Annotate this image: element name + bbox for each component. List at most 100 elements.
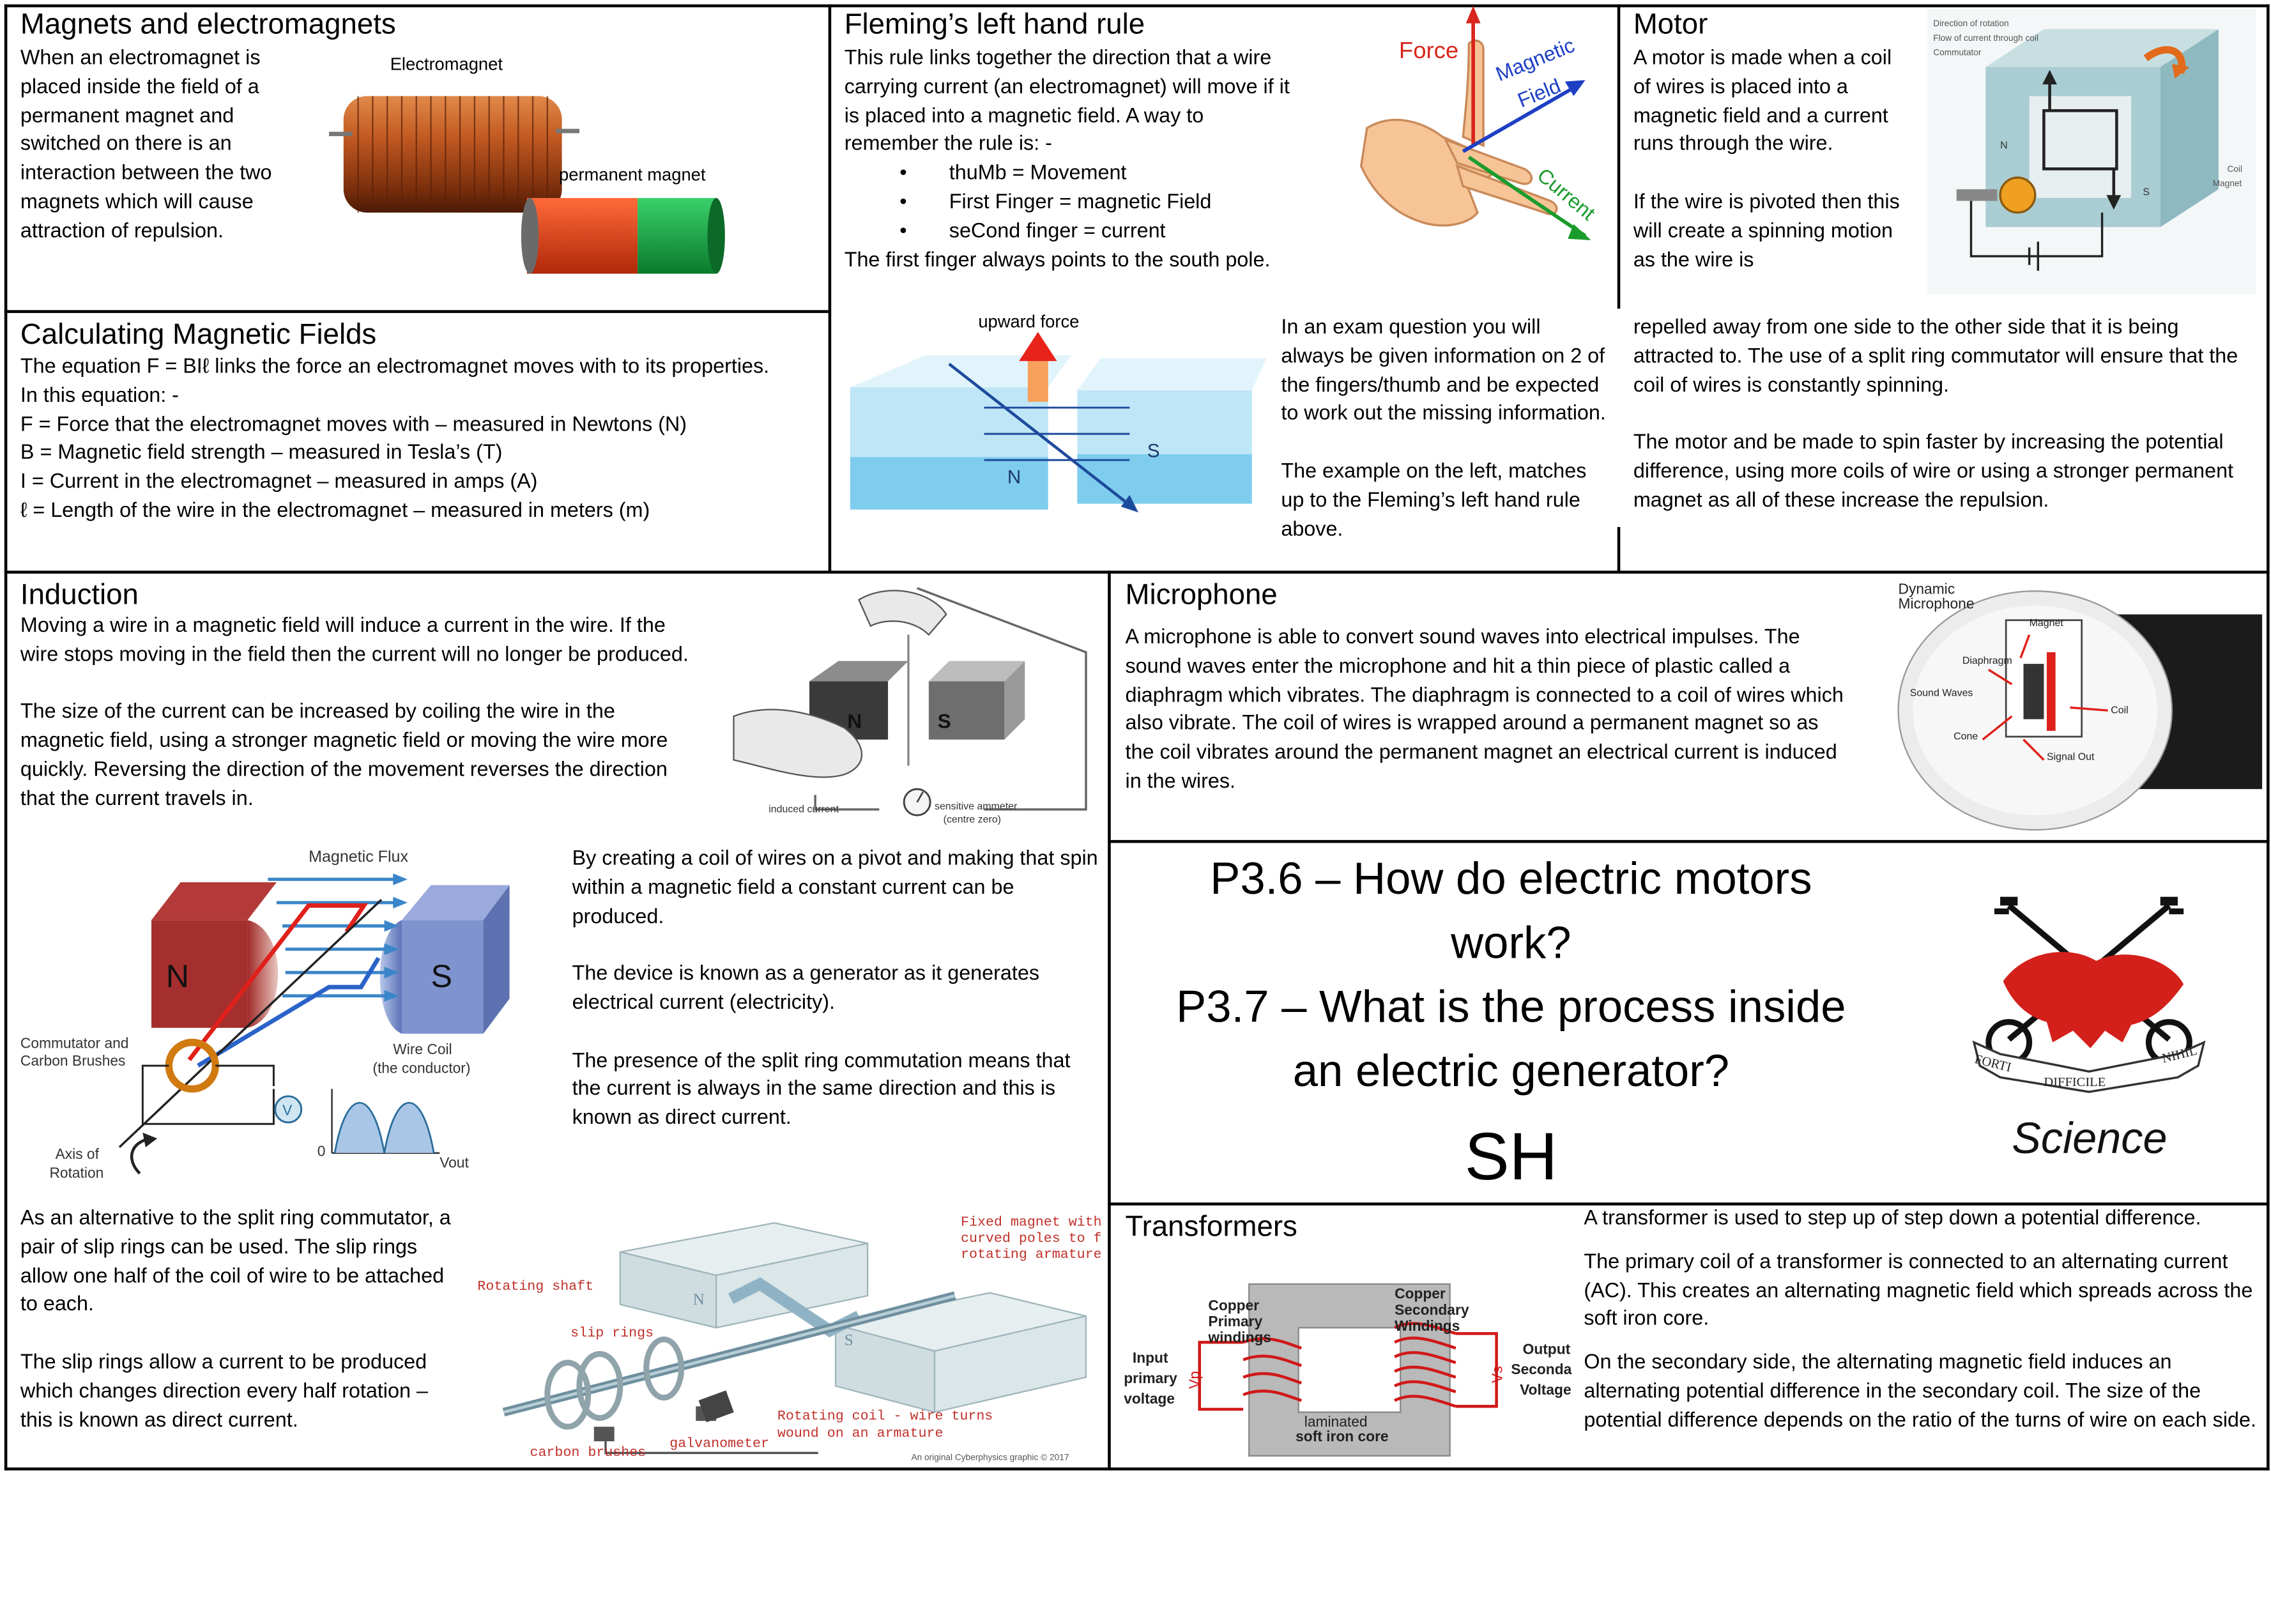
calculating-heading: Calculating Magnetic Fields bbox=[20, 319, 377, 351]
fleming-mnemonic-list: thuMb = Movement First Finger = magnetic… bbox=[845, 160, 1296, 247]
transformers-para-2: The primary coil of a transformer is con… bbox=[1584, 1250, 2253, 1331]
shaft-label: Rotating shaft bbox=[477, 1279, 593, 1294]
induction-heading: Induction bbox=[20, 579, 139, 612]
conductor-label: (the conductor) bbox=[372, 1059, 470, 1076]
motor-coil-label: Coil bbox=[2228, 164, 2243, 174]
axis-label-1: Axis of bbox=[56, 1145, 100, 1162]
generator-para-1: By creating a coil of wires on a pivot a… bbox=[572, 847, 1098, 928]
slip-rings-figure: N S Fixed magnet with curved poles to fi… bbox=[475, 1208, 1101, 1464]
motor-text-bottom: repelled away from one side to the other… bbox=[1633, 314, 2260, 516]
border-top bbox=[4, 4, 2270, 8]
commutator-label-1: Commutator and bbox=[20, 1035, 129, 1052]
fleming-outro: The first finger always points to the so… bbox=[844, 248, 1271, 272]
slip-para-2: The slip rings allow a current to be pro… bbox=[20, 1351, 428, 1432]
galvanometer-label: galvanometer bbox=[669, 1436, 769, 1452]
tier-label: SH bbox=[1464, 1118, 1558, 1194]
fixed-magnet-label-2: curved poles to fit bbox=[961, 1231, 1101, 1246]
copper-secondary-2: Secondary bbox=[1395, 1301, 1469, 1318]
ammeter-label: sensitive ammeter bbox=[935, 801, 1018, 812]
fleming-intro: This rule links together the direction t… bbox=[844, 46, 1290, 157]
mic-title-2: Microphone bbox=[1899, 595, 1975, 612]
mnemonic-thumb: thuMb = Movement bbox=[899, 160, 1296, 189]
vout-label: Vout bbox=[440, 1154, 469, 1171]
induction-para-2: The size of the current can be increased… bbox=[20, 700, 668, 811]
divider bbox=[1108, 571, 1111, 1469]
core-label-1: laminated bbox=[1304, 1413, 1368, 1430]
fleming-text: This rule links together the direction t… bbox=[845, 45, 1296, 276]
microphone-heading: Microphone bbox=[1125, 579, 1278, 612]
title-line-1: P3.6 – How do electric motors bbox=[1210, 853, 1812, 905]
logo-caption: Science bbox=[2012, 1114, 2167, 1163]
generator-figure: Magnetic Flux bbox=[17, 841, 556, 1185]
generator-para-3: The presence of the split ring commutati… bbox=[572, 1049, 1071, 1130]
output-label-2: Secondary bbox=[1511, 1361, 1572, 1377]
motor-para-4: The motor and be made to spin faster by … bbox=[1633, 431, 2234, 512]
commutator-label-2: Carbon Brushes bbox=[20, 1052, 126, 1069]
zero-label: 0 bbox=[317, 1142, 326, 1159]
exam-tip-2: The example on the left, matches up to t… bbox=[1281, 460, 1587, 541]
mnemonic-second-finger: seCond finger = current bbox=[899, 218, 1296, 247]
current-label: Current bbox=[1533, 164, 1600, 225]
title-line-2: work? bbox=[1451, 917, 1571, 969]
transformers-text: A transformer is used to step up of step… bbox=[1584, 1206, 2256, 1436]
generator-text: By creating a coil of wires on a pivot a… bbox=[572, 846, 1099, 1134]
transformers-heading: Transformers bbox=[1125, 1211, 1297, 1244]
equation-line: The equation F = BIℓ links the force an … bbox=[20, 355, 770, 379]
title-line-4: an electric generator? bbox=[1292, 1045, 1730, 1096]
slip-rings-text: As an alternative to the split ring comm… bbox=[20, 1206, 457, 1436]
induction-north-label: N bbox=[847, 709, 862, 732]
flow-label: Flow of current through coil bbox=[1933, 33, 2038, 43]
divider bbox=[1108, 1202, 2270, 1206]
voltmeter-label: V bbox=[282, 1102, 293, 1119]
diagram-south-label: S bbox=[1147, 441, 1160, 462]
induction-text: Moving a wire in a magnetic field will i… bbox=[20, 613, 690, 815]
exam-tip-1: In an exam question you will always be g… bbox=[1281, 316, 1606, 426]
motor-para-3: repelled away from one side to the other… bbox=[1633, 316, 2238, 397]
rotating-coil-label-1: Rotating coil - wire turns bbox=[777, 1409, 993, 1424]
force-definition: F = Force that the electromagnet moves w… bbox=[20, 413, 687, 436]
motor-south-label: S bbox=[2143, 187, 2150, 197]
induction-figure: N S induced current sensitive ammeter (c… bbox=[728, 576, 1100, 832]
generator-para-2: The device is known as a generator as it… bbox=[572, 962, 1040, 1015]
current-definition: I = Current in the electromagnet – measu… bbox=[20, 470, 538, 494]
border-left bbox=[4, 4, 8, 1471]
rotating-coil-label-2: wound on an armature bbox=[777, 1426, 944, 1441]
mic-magnet-label: Magnet bbox=[2030, 618, 2064, 629]
fleming-heading: Fleming’s left hand rule bbox=[844, 8, 1145, 41]
divider bbox=[1617, 526, 1621, 572]
upward-force-figure: upward force N S bbox=[845, 306, 1267, 525]
mic-signal-label: Signal Out bbox=[2047, 752, 2095, 763]
mic-cone-label: Cone bbox=[1954, 732, 1978, 742]
equation-intro: In this equation: - bbox=[20, 384, 179, 408]
slip-para-1: As an alternative to the split ring comm… bbox=[20, 1207, 451, 1317]
slip-north-label: N bbox=[693, 1291, 705, 1308]
brushes-label: carbon brushes bbox=[530, 1445, 646, 1460]
copper-primary-2: Primary bbox=[1208, 1313, 1262, 1329]
input-label-1: Input bbox=[1133, 1349, 1168, 1366]
transformers-para-3: On the secondary side, the alternating m… bbox=[1584, 1351, 2256, 1432]
rotation-label: Direction of rotation bbox=[1933, 19, 2008, 28]
core-label-2: soft iron core bbox=[1296, 1428, 1388, 1444]
divider bbox=[4, 571, 2270, 574]
north-pole-label: N bbox=[166, 958, 189, 994]
ammeter-zero-label: (centre zero) bbox=[944, 815, 1001, 825]
title-line-3: P3.7 – What is the process inside bbox=[1176, 981, 1846, 1032]
upward-force-label: upward force bbox=[978, 312, 1079, 332]
motor-para-2: If the wire is pivoted then this will cr… bbox=[1633, 190, 1900, 272]
wire-coil-label: Wire Coil bbox=[393, 1041, 452, 1057]
motor-para-1: A motor is made when a coil of wires is … bbox=[1633, 46, 1892, 157]
motor-magnet-label: Magnet bbox=[2213, 179, 2242, 188]
fixed-magnet-label-1: Fixed magnet with bbox=[961, 1215, 1101, 1230]
vs-label: Vs bbox=[1489, 1366, 1506, 1383]
copper-secondary-3: Windings bbox=[1395, 1317, 1460, 1334]
induced-current-label: induced current bbox=[768, 804, 839, 815]
electromagnet-label: Electromagnet bbox=[390, 54, 503, 73]
motto-centre: DIFFICILE bbox=[2044, 1075, 2106, 1089]
output-label-1: Output bbox=[1523, 1340, 1571, 1357]
copper-secondary-1: Copper bbox=[1395, 1285, 1446, 1302]
induction-south-label: S bbox=[938, 709, 951, 732]
border-bottom bbox=[4, 1467, 2270, 1471]
length-definition: ℓ = Length of the wire in the electromag… bbox=[20, 499, 650, 523]
south-pole-label: S bbox=[431, 958, 452, 994]
